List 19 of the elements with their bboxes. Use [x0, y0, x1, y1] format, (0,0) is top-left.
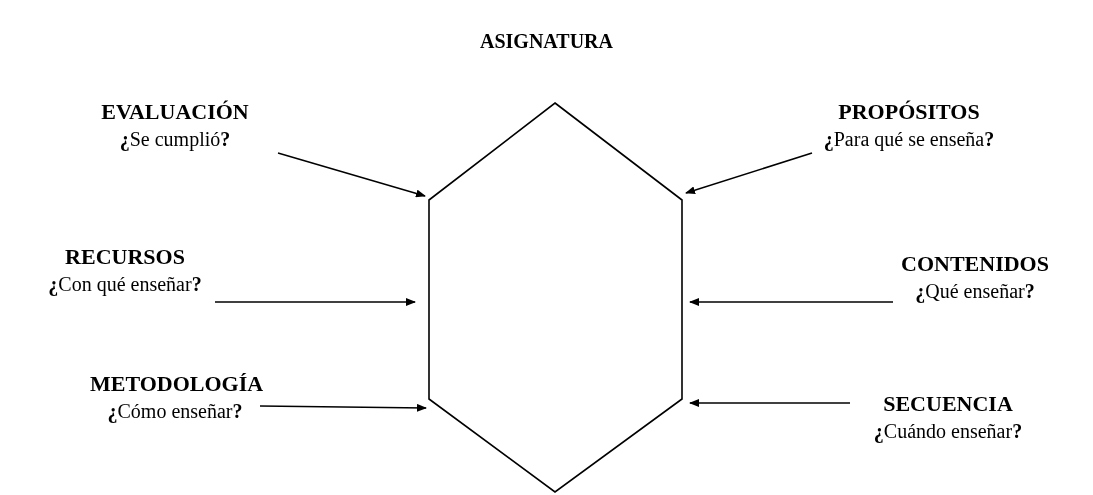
arrow [689, 298, 894, 306]
topic-heading: PROPÓSITOS [838, 98, 980, 126]
arrow [214, 298, 416, 306]
topic-heading: EVALUACIÓN [101, 98, 249, 126]
arrow [259, 403, 427, 412]
topic-heading: METODOLOGÍA [90, 370, 264, 398]
guiding-question: ¿Qué enseñar? [915, 279, 1035, 304]
arrow [685, 152, 813, 195]
diagram-title: ASIGNATURA [480, 30, 613, 52]
topic-heading: SECUENCIA [883, 390, 1013, 418]
guiding-question: ¿Para qué se enseña? [823, 127, 995, 152]
guiding-question: ¿Con qué enseñar? [48, 272, 202, 297]
topic-heading: RECURSOS [65, 243, 185, 271]
guiding-question: ¿Cuándo enseñar? [873, 419, 1023, 444]
guiding-question: ¿Se cumplió? [119, 127, 231, 152]
arrow [277, 152, 426, 198]
guiding-question: ¿Cómo enseñar? [107, 399, 243, 424]
topic-heading: CONTENIDOS [901, 250, 1049, 278]
arrow [689, 399, 851, 407]
